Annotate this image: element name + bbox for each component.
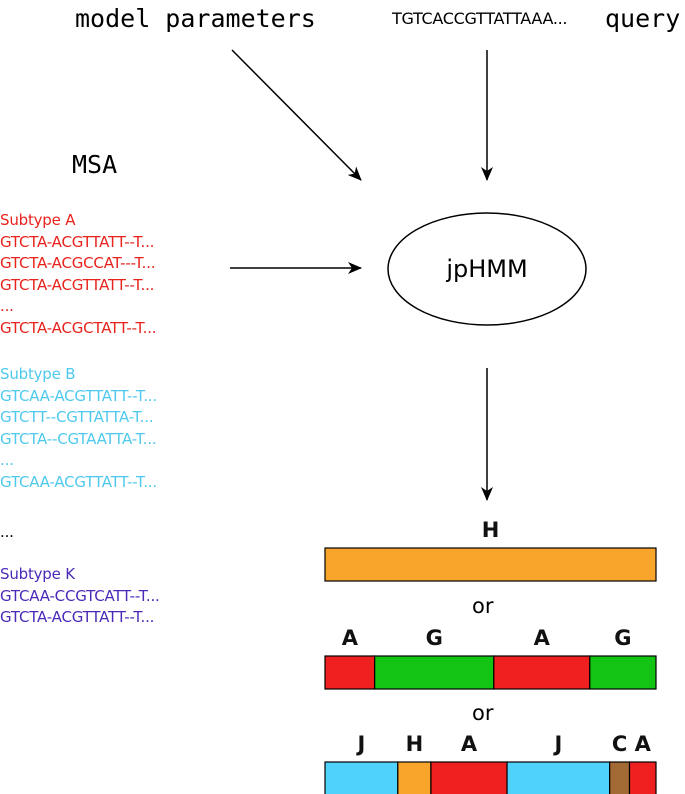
segment-label: G <box>425 626 443 650</box>
segment-label: G <box>614 626 632 650</box>
segment-label: A <box>341 626 358 650</box>
query-label: query <box>605 4 681 33</box>
result-segment <box>628 761 657 794</box>
segment-label: J <box>554 732 563 756</box>
segment-label: A <box>634 732 651 756</box>
segment-label: H <box>481 518 500 542</box>
jphmm-node <box>387 212 587 326</box>
arrow-params-to-jphmm <box>231 49 362 181</box>
result-segment <box>324 655 376 690</box>
result-segment <box>493 655 591 690</box>
result-segment <box>430 761 508 794</box>
query-sequence: TGTCACCGTTATTAAA... <box>392 9 568 28</box>
or-label-1: or <box>472 594 494 618</box>
model-parameters-label: model parameters <box>75 4 316 33</box>
msa-sequence: GTCAA-ACGTTATT--T... <box>0 472 157 491</box>
msa-sequence: GTCAA-ACGTTATT--T... <box>0 386 157 405</box>
msa-sequence: GTCTA-ACGCCAT---T... <box>0 254 156 272</box>
msa-sequence: GTCTA--CGTAATTA-T... <box>0 429 157 448</box>
msa-group-title: Subtype A <box>0 211 76 229</box>
msa-sequence: GTCTA-ACGTTATT--T... <box>0 232 155 251</box>
msa-sequence: GTCTT--CGTTATTA-T... <box>0 408 154 426</box>
result-segment <box>589 655 657 690</box>
result-segment <box>374 655 495 690</box>
result-segment <box>397 761 432 794</box>
segment-label: C <box>611 732 628 756</box>
segment-label: H <box>405 732 424 756</box>
segment-label: J <box>357 732 366 756</box>
msa-sequence: ... <box>0 297 14 315</box>
result-segment <box>506 761 611 794</box>
msa-group-title: Subtype B <box>0 365 76 383</box>
msa-label: MSA <box>72 150 118 179</box>
msa-sequence: GTCTA-ACGTTATT--T... <box>0 275 155 294</box>
msa-sequence: ... <box>0 451 14 469</box>
result-segment <box>324 761 399 794</box>
result-segment <box>609 761 631 794</box>
msa-sequence: GTCTA-ACGTTATT--T... <box>0 608 155 626</box>
msa-sequence: ... <box>0 523 14 541</box>
msa-sequence: GTCTA-ACGCTATT--T... <box>0 318 157 337</box>
msa-group-title: Subtype K <box>0 565 75 583</box>
or-label-2: or <box>472 701 494 725</box>
segment-label: A <box>533 626 550 650</box>
jphmm-node-label: jpHMM <box>446 255 528 283</box>
result-segment <box>324 547 657 582</box>
msa-sequence: GTCAA-CCGTCATT--T... <box>0 586 160 605</box>
segment-label: A <box>460 732 478 756</box>
result-bars <box>324 547 657 794</box>
